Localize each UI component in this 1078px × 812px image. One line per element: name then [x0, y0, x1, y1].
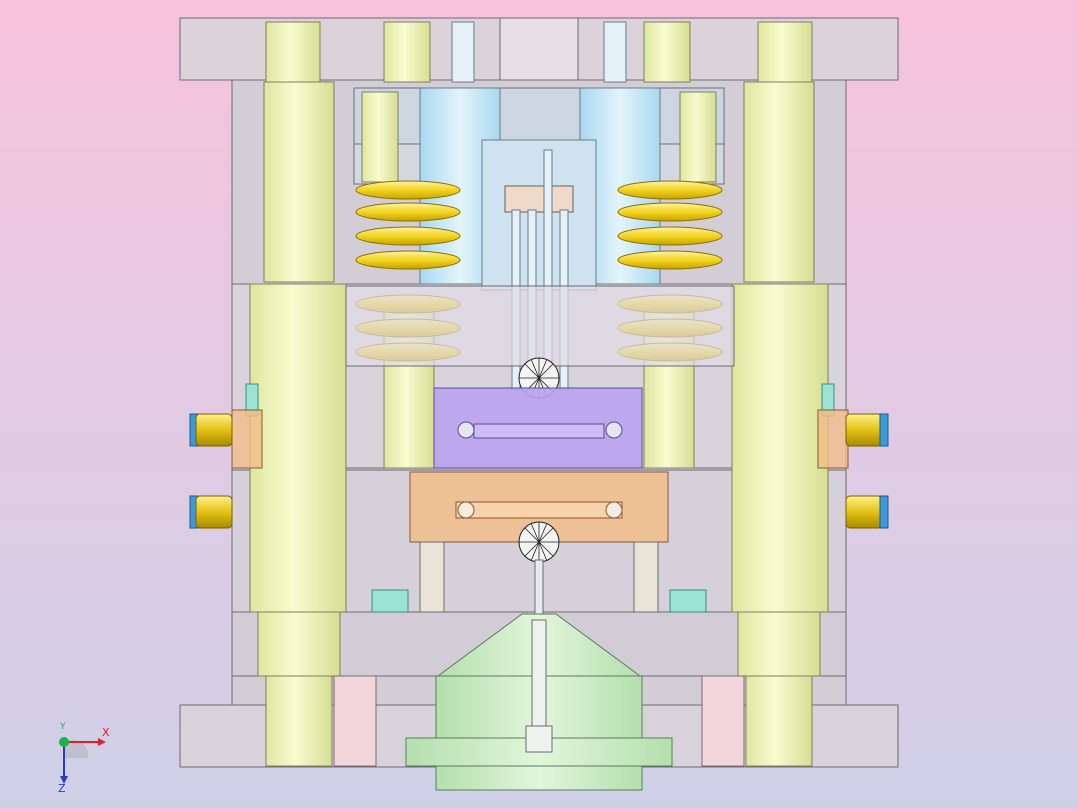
- lower-nozzle: [518, 521, 560, 621]
- z-axis-label: Z: [58, 782, 66, 795]
- water-fitting-lower-right: [845, 495, 889, 529]
- guide-pillar-right: [731, 21, 829, 767]
- cavity-block-lower: [231, 409, 849, 613]
- water-fitting-upper-left: [189, 413, 233, 447]
- return-pins: [333, 675, 745, 767]
- coordinate-triad-icon: [59, 737, 106, 784]
- coordinate-triad: X Y Z: [46, 722, 126, 798]
- water-fitting-lower-left: [189, 495, 233, 529]
- guide-pillar-left: [249, 21, 347, 767]
- cooling-inserts: [245, 383, 835, 613]
- stripper-plate: [345, 285, 735, 367]
- water-fitting-upper-right: [845, 413, 889, 447]
- upper-core-assembly: [353, 17, 725, 291]
- cavity-block-upper: [433, 387, 643, 469]
- ejector-cone: [405, 613, 673, 791]
- y-axis-label: Y: [60, 722, 66, 732]
- x-axis-label: X: [102, 726, 110, 739]
